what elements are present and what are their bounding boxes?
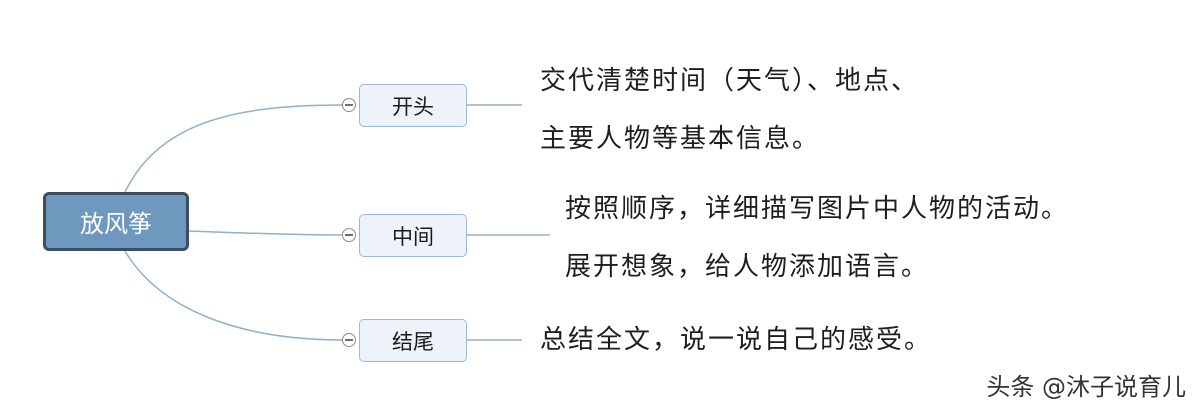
branch-node-start-label: 开头 (392, 94, 434, 119)
collapse-icon[interactable] (342, 98, 356, 112)
root-node-label: 放风筝 (80, 210, 152, 238)
branch-node-end-label: 结尾 (392, 329, 434, 354)
note-start-line-2: 主要人物等基本信息。 (540, 124, 821, 154)
branch-node-middle[interactable]: 中间 (359, 214, 467, 257)
connector-root-to-end (124, 250, 344, 341)
collapse-icon[interactable] (342, 228, 356, 242)
note-middle: 按照顺序，详细描写图片中人物的活动。 展开想象，给人物添加语言。 (565, 180, 1069, 296)
note-end: 总结全文，说一说自己的感受。 (540, 311, 932, 369)
note-end-line-1: 总结全文，说一说自己的感受。 (540, 325, 933, 355)
note-middle-line-1: 按照顺序，详细描写图片中人物的活动。 (565, 194, 1070, 224)
note-start: 交代清楚时间（天气）、地点、 主要人物等基本信息。 (540, 52, 919, 168)
watermark: 头条 @沐子说育儿 (986, 373, 1186, 401)
branch-node-middle-label: 中间 (392, 224, 434, 249)
branch-node-start[interactable]: 开头 (359, 84, 467, 127)
root-node[interactable]: 放风筝 (43, 192, 189, 251)
connector-root-to-middle (188, 230, 344, 236)
note-start-line-1: 交代清楚时间（天气）、地点、 (540, 66, 920, 96)
branch-node-end[interactable]: 结尾 (359, 319, 467, 362)
note-middle-line-2: 展开想象，给人物添加语言。 (565, 252, 930, 282)
connector-root-to-start (124, 104, 344, 193)
collapse-icon[interactable] (342, 333, 356, 347)
